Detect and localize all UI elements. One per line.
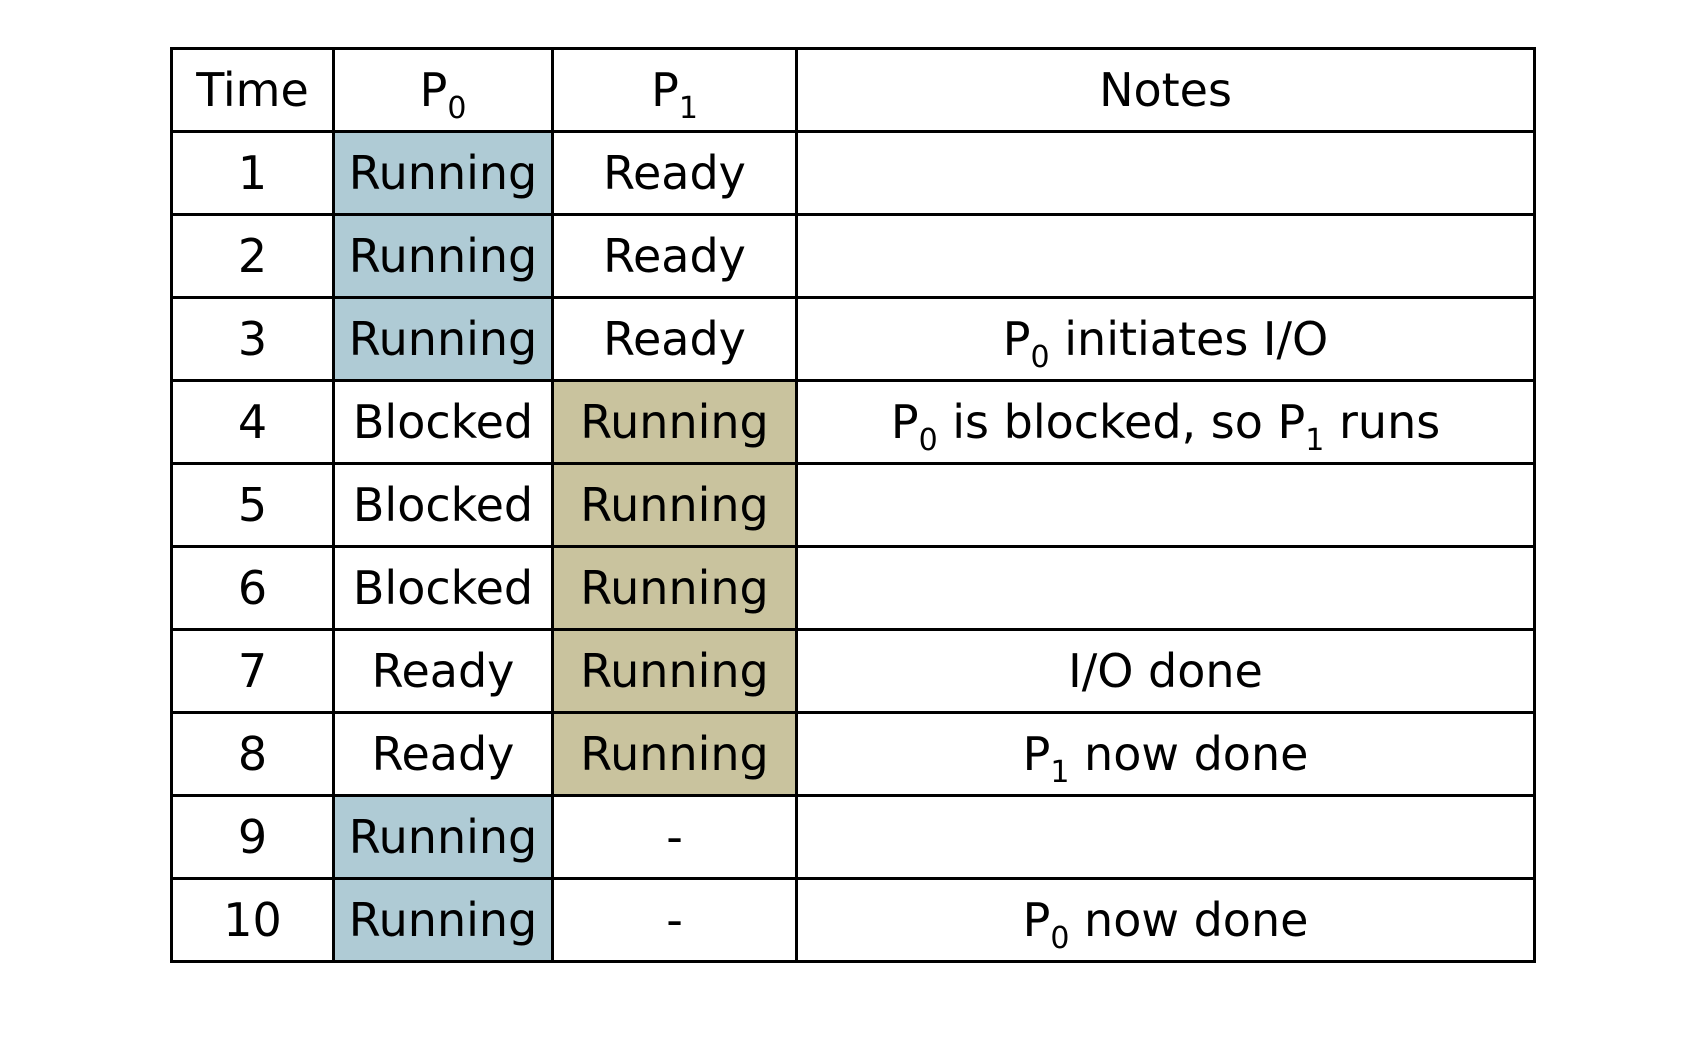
- p1-state-cell: Running: [551, 628, 798, 714]
- p1-state-cell: Running: [551, 545, 798, 631]
- note-cell: I/O done: [795, 628, 1536, 714]
- note-cell: P0 initiates I/O: [795, 296, 1536, 382]
- table-row: 2 Running Ready: [170, 213, 1536, 299]
- note-text: now done: [1069, 893, 1309, 947]
- p0-state-cell: Ready: [332, 628, 554, 714]
- header-notes: Notes: [795, 47, 1536, 133]
- header-p1-subscript: 1: [678, 91, 698, 126]
- p0-state-cell: Running: [332, 130, 554, 216]
- note-cell: [795, 130, 1536, 216]
- time-cell: 2: [170, 213, 335, 299]
- process-trace-table: Time P0 P1 Notes 1 Running Ready 2 Runni…: [170, 47, 1536, 963]
- note-cell: P0 now done: [795, 877, 1536, 963]
- note-text: is blocked, so P: [937, 395, 1306, 449]
- p1-state-cell: -: [551, 877, 798, 963]
- time-cell: 4: [170, 379, 335, 465]
- header-row: Time P0 P1 Notes: [170, 47, 1536, 133]
- note-text: now done: [1069, 727, 1309, 781]
- header-p1: P1: [551, 47, 798, 133]
- header-p1-letter: P: [651, 63, 679, 117]
- note-text: runs: [1324, 395, 1441, 449]
- table-row: 9 Running -: [170, 794, 1536, 880]
- note-process-subscript: 1: [1050, 755, 1070, 790]
- p1-state-cell: Ready: [551, 296, 798, 382]
- header-time: Time: [170, 47, 335, 133]
- p0-state-cell: Running: [332, 794, 554, 880]
- note-cell: P0 is blocked, so P1 runs: [795, 379, 1536, 465]
- p1-state-cell: Running: [551, 711, 798, 797]
- note-cell: [795, 545, 1536, 631]
- note-process-letter: P: [890, 395, 919, 449]
- time-cell: 6: [170, 545, 335, 631]
- time-cell: 5: [170, 462, 335, 548]
- p0-state-cell: Blocked: [332, 379, 554, 465]
- time-cell: 7: [170, 628, 335, 714]
- table-row: 3 Running Ready P0 initiates I/O: [170, 296, 1536, 382]
- note-process-subscript: 0: [1030, 340, 1050, 375]
- note-process-letter: P: [1022, 727, 1051, 781]
- note-cell: [795, 213, 1536, 299]
- p1-state-cell: Running: [551, 462, 798, 548]
- table-row: 8 Ready Running P1 now done: [170, 711, 1536, 797]
- note-cell: P1 now done: [795, 711, 1536, 797]
- note-process-subscript: 1: [1305, 423, 1325, 458]
- header-p0-letter: P: [419, 63, 448, 117]
- p0-state-cell: Blocked: [332, 545, 554, 631]
- p1-state-cell: Ready: [551, 213, 798, 299]
- header-p0-subscript: 0: [447, 91, 467, 126]
- note-process-letter: P: [1002, 312, 1031, 366]
- p0-state-cell: Running: [332, 213, 554, 299]
- table-row: 4 Blocked Running P0 is blocked, so P1 r…: [170, 379, 1536, 465]
- p0-state-cell: Running: [332, 296, 554, 382]
- time-cell: 1: [170, 130, 335, 216]
- time-cell: 8: [170, 711, 335, 797]
- p1-state-cell: Ready: [551, 130, 798, 216]
- p0-state-cell: Running: [332, 877, 554, 963]
- p1-state-cell: -: [551, 794, 798, 880]
- time-cell: 3: [170, 296, 335, 382]
- header-p0: P0: [332, 47, 554, 133]
- note-process-letter: P: [1022, 893, 1051, 947]
- table-row: 6 Blocked Running: [170, 545, 1536, 631]
- p0-state-cell: Blocked: [332, 462, 554, 548]
- p0-state-cell: Ready: [332, 711, 554, 797]
- note-cell: [795, 462, 1536, 548]
- note-text: initiates I/O: [1049, 312, 1329, 366]
- time-cell: 9: [170, 794, 335, 880]
- table-row: 10 Running - P0 now done: [170, 877, 1536, 963]
- note-process-subscript: 0: [1050, 921, 1070, 956]
- p1-state-cell: Running: [551, 379, 798, 465]
- table-row: 5 Blocked Running: [170, 462, 1536, 548]
- note-process-subscript: 0: [918, 423, 938, 458]
- table-row: 7 Ready Running I/O done: [170, 628, 1536, 714]
- note-cell: [795, 794, 1536, 880]
- time-cell: 10: [170, 877, 335, 963]
- table-row: 1 Running Ready: [170, 130, 1536, 216]
